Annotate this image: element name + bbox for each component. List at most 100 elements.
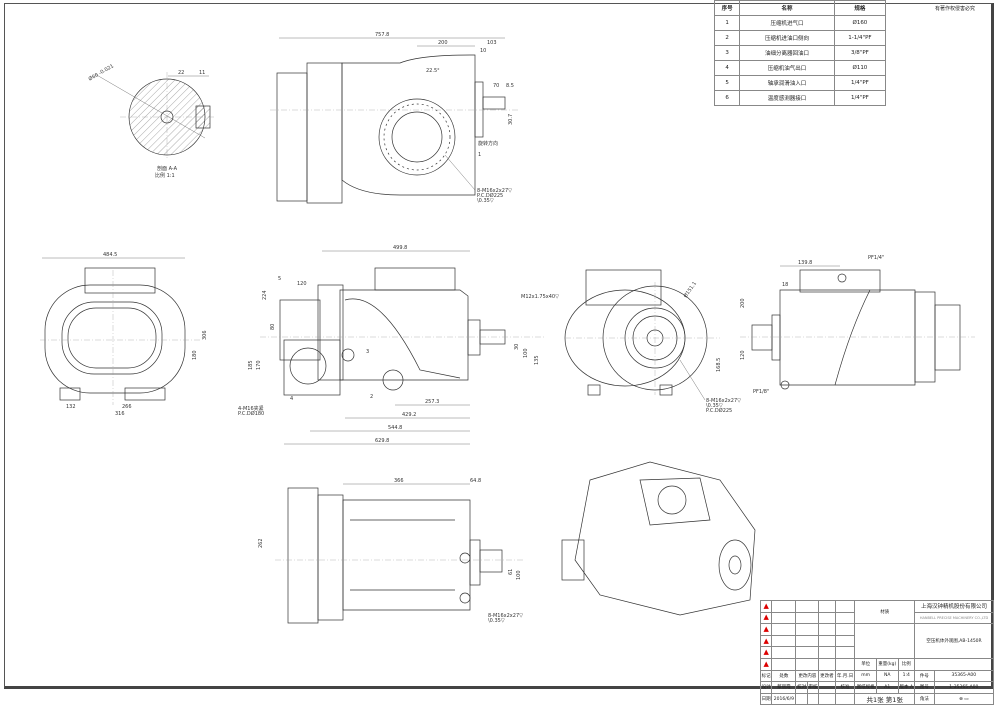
label: 180 <box>192 350 198 360</box>
label: 2016/6/9 <box>771 692 797 705</box>
label: 170 <box>256 360 262 370</box>
label: 8.5 <box>506 83 514 89</box>
label: A <box>909 685 914 691</box>
label: 比例 <box>897 657 916 671</box>
label: 429.2 <box>402 412 416 418</box>
label: 5 <box>278 276 281 282</box>
label: 135 <box>534 355 540 365</box>
label: 185 <box>248 360 254 370</box>
discharge-end-view: Ø151.1 168.5 8-M16x2x27▽\0.35▽P.C.DØ225 <box>564 269 741 414</box>
label: 图号 <box>914 681 935 694</box>
label: 年.月.日 <box>834 669 856 683</box>
label: 1:4 <box>897 669 916 683</box>
drawing-frame <box>4 3 994 689</box>
label: 核准 <box>834 681 856 694</box>
label: 1 <box>478 152 481 158</box>
label: PF1/8" <box>753 389 769 395</box>
section-aa-view: Ø60 -0.021 22 11 剖面 A-A比例 1:1 <box>87 62 215 179</box>
label: 更改者 <box>818 669 836 683</box>
label: 1-1/4"PF <box>833 30 887 46</box>
label: 单位 <box>854 657 877 671</box>
label: 处数 <box>771 669 797 683</box>
label: 120 <box>297 281 307 287</box>
label: P.C.DØ225 <box>706 407 732 414</box>
label: 比例 1:1 <box>155 172 175 179</box>
label: 266 <box>122 404 132 410</box>
label: 材质 <box>854 599 916 625</box>
label: 10 <box>480 48 486 54</box>
label: 1-35365-A00 <box>933 681 995 694</box>
label: 2 <box>370 394 373 400</box>
copyright-note: 有著作权侵害必究 <box>935 6 976 12</box>
label: HANBELL PRECISE MACHINERY CO.,LTD <box>914 611 994 625</box>
label: 8-M16x2x27▽ <box>488 613 523 619</box>
label: 标记 <box>759 669 773 683</box>
label: A1 <box>875 681 899 694</box>
label: 蔡丽霞 <box>771 681 797 694</box>
label: 35365-A00 <box>933 669 995 683</box>
label: 64.8 <box>470 478 481 484</box>
label: 共1张 第1张 <box>854 692 916 705</box>
label: 200 <box>740 298 746 308</box>
label: mm <box>854 669 877 683</box>
label: 更改内容 <box>795 669 820 683</box>
label: 100 <box>523 348 529 358</box>
label: 6 <box>713 90 741 106</box>
label: 11 <box>199 70 205 76</box>
label: Ø151.1 <box>682 280 698 299</box>
label: 70 <box>493 83 499 89</box>
label: 上海汉钟精机股份有限公司 <box>914 600 994 613</box>
label: 角法 <box>914 692 935 705</box>
label: \0.35▽ <box>706 403 723 409</box>
label: 757.8 <box>375 32 389 38</box>
label: 22 <box>178 70 184 76</box>
label: P.C.DØ180 <box>238 410 264 417</box>
front-view: 499.8 120 224 80 185 170 30 100 135 M12x… <box>238 245 559 445</box>
label: 629.8 <box>375 438 389 444</box>
label: NA <box>875 669 899 683</box>
label: 设计 <box>759 681 773 694</box>
label: 4 <box>713 60 741 76</box>
label: 1/4"PF <box>833 90 887 106</box>
label: 120 <box>740 350 746 360</box>
label: 18 <box>782 282 788 288</box>
isometric-view <box>561 461 756 616</box>
label: P.C.DØ225 <box>477 192 503 199</box>
label: 空压机体外观图,AB-1450R <box>914 623 994 659</box>
label: 8-M16x2x27▽ <box>477 188 512 194</box>
label: M12x1.75x40▽ <box>521 294 559 300</box>
label: 200 <box>438 40 448 46</box>
label: 316 <box>115 411 125 417</box>
label: 61 <box>508 569 514 575</box>
label: 30.7 <box>508 114 514 125</box>
label: 544.8 <box>388 425 402 431</box>
label: Ø60 -0.021 <box>87 62 115 82</box>
label: 3 <box>366 349 369 355</box>
label: 30 <box>514 344 520 350</box>
label: 8-M16x2x27▽ <box>706 398 741 404</box>
projection-symbol-icon: ⊕ ▭ <box>933 692 995 705</box>
side-view: 139.8 18 200 120 PF1/4"PF1/8" <box>740 255 975 395</box>
label: 366 <box>394 478 404 484</box>
label: 剖面 A-A <box>157 165 178 172</box>
label: 日期 <box>759 692 773 705</box>
label: 重量(kg) <box>875 657 899 671</box>
label: 校对 <box>795 681 808 694</box>
label: 4 <box>290 396 293 402</box>
label: 484.5 <box>103 252 117 258</box>
title-block: ▲材质上海汉钟精机股份有限公司 ▲HANBELL PRECISE MACHINE… <box>759 599 995 705</box>
label: 图纸规格 <box>854 681 877 694</box>
label: 139.8 <box>798 260 812 266</box>
label: 80 <box>270 324 276 330</box>
label: 审核 <box>806 681 820 694</box>
label: 旋转方向 <box>478 140 498 147</box>
label: 版本 <box>899 685 909 691</box>
label: \0.35▽ <box>477 198 494 204</box>
label: 100 <box>516 570 522 580</box>
label: 4-M16夹紧 <box>238 405 264 412</box>
